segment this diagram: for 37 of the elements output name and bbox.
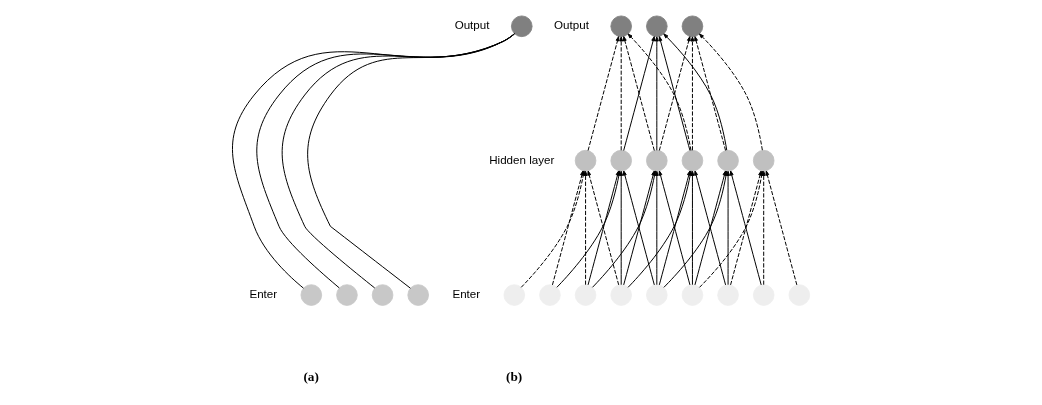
node-circle [336, 284, 358, 306]
arrow [619, 36, 624, 151]
label: Output [454, 19, 490, 32]
arrow [627, 33, 692, 151]
arrow [658, 36, 691, 151]
arrow [699, 33, 763, 151]
node-circle [610, 149, 632, 172]
arrow [690, 36, 695, 151]
node-circle [574, 284, 597, 306]
label: (a) [303, 369, 319, 385]
node-circle [511, 15, 533, 38]
arrow [765, 170, 798, 286]
node-circle [371, 284, 394, 306]
node-circle [646, 284, 668, 306]
label: Output [554, 19, 589, 32]
node-circle [300, 284, 323, 306]
node-circle [646, 149, 668, 172]
node-circle [574, 149, 597, 172]
arrow [694, 36, 727, 151]
label: Enter [452, 288, 481, 301]
node-circle [788, 284, 811, 306]
arrow [663, 33, 728, 151]
node-circle [717, 149, 739, 172]
arrow [587, 36, 620, 151]
node-circle [681, 284, 704, 306]
arrow [654, 36, 659, 151]
node-circle [610, 284, 632, 306]
label: Hidden layer [489, 153, 555, 166]
node-circle [717, 284, 739, 306]
label: (b) [506, 369, 523, 385]
node-circle [752, 284, 775, 306]
node-circle [681, 149, 704, 172]
node-circle [407, 284, 429, 306]
node-circle [503, 284, 526, 306]
label: Enter [249, 288, 278, 301]
node-circle [539, 284, 561, 306]
node-circle [752, 149, 775, 172]
